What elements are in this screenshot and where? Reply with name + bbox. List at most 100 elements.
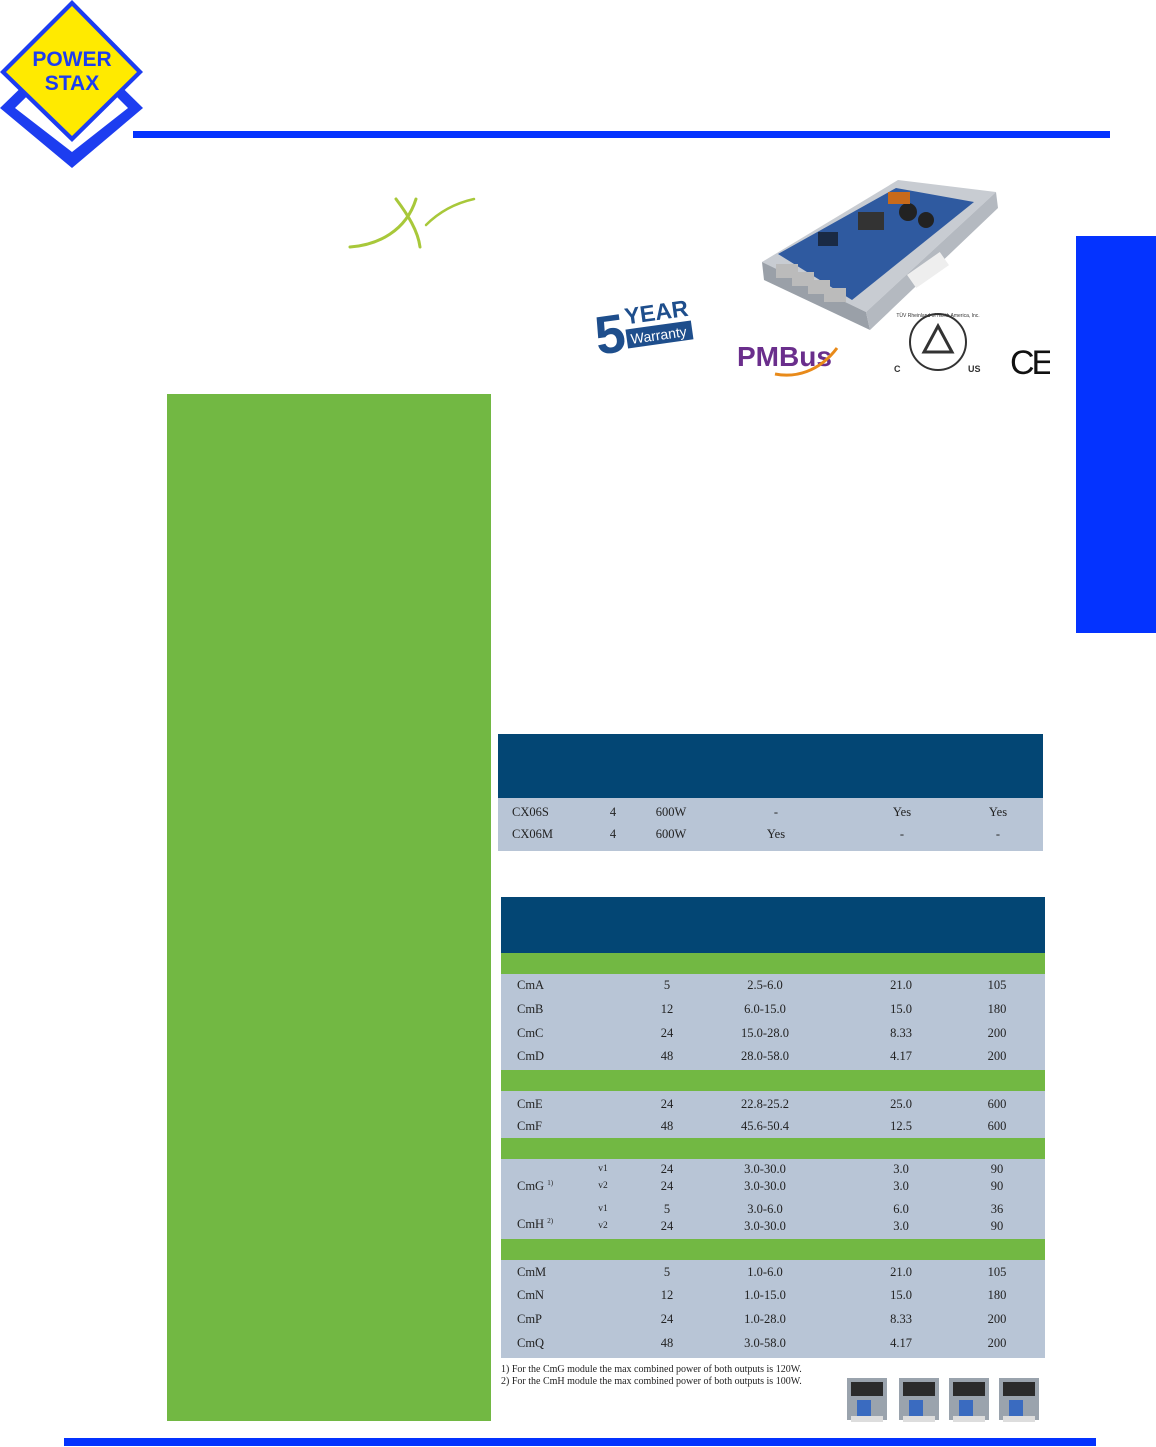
power-cell: 180 (987, 1288, 1007, 1302)
module-photo (899, 1378, 939, 1422)
current-cell: 25.0 (890, 1097, 912, 1111)
current-cell: 4.17 (890, 1336, 912, 1350)
footnote-ref: 2) (547, 1217, 554, 1225)
table-row: CmD 48 28.0-58.0 4.17 200 (501, 1046, 1045, 1066)
group-band (501, 1138, 1045, 1159)
table-row: CmQ 48 3.0-58.0 4.17 200 (501, 1333, 1045, 1353)
current-cell: 21.0 (890, 1265, 912, 1279)
power-cell: 600W (655, 805, 687, 819)
range-cell: 45.6-50.4 (741, 1119, 789, 1133)
range-cell: 3.0-30.0 (744, 1162, 786, 1176)
medical-cell: - (773, 805, 779, 819)
tuv-us: US (968, 364, 981, 374)
voltage-cell: 48 (660, 1336, 674, 1350)
tuv-certification-mark: TÜV Rheinland of North America, Inc. C U… (894, 312, 981, 374)
voltage-cell: 5 (663, 978, 671, 992)
power-cell: 105 (987, 978, 1007, 992)
range-cell: 3.0-6.0 (747, 1202, 783, 1216)
range-cell: 3.0-30.0 (744, 1179, 786, 1193)
module-cell: CmN (517, 1288, 545, 1302)
module-photo (999, 1378, 1039, 1422)
power-cell: 90 (990, 1219, 1004, 1233)
voltage-cell: 5 (663, 1202, 671, 1216)
current-cell: 15.0 (890, 1002, 912, 1016)
voltage-cell: 12 (660, 1288, 674, 1302)
current-cell: 15.0 (890, 1288, 912, 1302)
power-cell: 600W (655, 827, 687, 841)
footnote-1: 1) For the CmG module the max combined p… (501, 1364, 802, 1375)
power-cell: 200 (987, 1026, 1007, 1040)
model-table-body: CX06S 4 600W - Yes Yes CX06M 4 600W Yes … (498, 798, 1043, 851)
output-cell: v2 (598, 1181, 608, 1191)
voltage-cell: 24 (660, 1097, 674, 1111)
current-cell: 12.5 (890, 1119, 912, 1133)
model-cell: CX06S (512, 805, 549, 819)
voltage-cell: 24 (660, 1219, 674, 1233)
table-row: CmE 24 22.8-25.2 25.0 600 (501, 1094, 1045, 1114)
module-cell: CmG 1) (517, 1173, 553, 1196)
range-cell: 15.0-28.0 (741, 1026, 789, 1040)
current-cell: 21.0 (890, 978, 912, 992)
table-row: CmA 5 2.5-6.0 21.0 105 (501, 975, 1045, 995)
logo-line2: STAX (45, 72, 99, 95)
power-cell: 36 (990, 1202, 1004, 1216)
module-name: CmG (517, 1179, 545, 1194)
voltage-cell: 24 (660, 1162, 674, 1176)
output-cell: v1 (598, 1204, 608, 1214)
power-cell: 600 (987, 1097, 1007, 1111)
industrial-cell: - (899, 827, 905, 841)
table-row: CX06M 4 600W Yes - - (498, 824, 1043, 844)
group-1: CmA 5 2.5-6.0 21.0 105 CmB 12 6.0-15.0 1… (501, 974, 1045, 1070)
range-cell: 22.8-25.2 (741, 1097, 789, 1111)
option-cell: Yes (988, 805, 1008, 819)
module-cell: CmB (517, 1002, 544, 1016)
warranty-word: Warranty (630, 323, 688, 347)
power-cell: 180 (987, 1002, 1007, 1016)
table-row: CX06S 4 600W - Yes Yes (498, 802, 1043, 822)
module-photo (847, 1378, 887, 1422)
voltage-cell: 24 (660, 1179, 674, 1193)
module-table-header (501, 897, 1045, 953)
output-cell: v2 (598, 1221, 608, 1231)
left-green-panel (167, 394, 491, 1421)
power-cell: 600 (987, 1119, 1007, 1133)
module-cell: CmM (517, 1265, 547, 1279)
module-cell: CmD (517, 1049, 545, 1063)
pmbus-logo: PMBus (737, 341, 839, 377)
range-cell: 1.0-15.0 (744, 1288, 786, 1302)
voltage-cell: 48 (660, 1049, 674, 1063)
model-table-header (498, 734, 1043, 798)
footnote-ref: 1) (547, 1179, 554, 1187)
power-cell: 90 (990, 1162, 1004, 1176)
module-cell: CmE (517, 1097, 543, 1111)
range-cell: 3.0-58.0 (744, 1336, 786, 1350)
voltage-cell: 5 (663, 1265, 671, 1279)
power-stax-logo: POWER STAX (0, 0, 143, 168)
current-cell: 3.0 (893, 1219, 909, 1233)
group-3: CmG 1) v1 24 3.0-30.0 3.0 90 v2 24 3.0-3… (501, 1159, 1045, 1239)
module-photo (949, 1378, 989, 1422)
module-cell: CmF (517, 1119, 543, 1133)
group-band (501, 953, 1045, 974)
side-tab (1076, 236, 1156, 633)
module-photos (847, 1378, 1039, 1422)
power-supply-photo (762, 180, 998, 330)
current-cell: 6.0 (893, 1202, 909, 1216)
option-cell: - (995, 827, 1001, 841)
model-cell: CX06M (512, 827, 553, 841)
range-cell: 1.0-6.0 (747, 1265, 783, 1279)
model-table: CX06S 4 600W - Yes Yes CX06M 4 600W Yes … (498, 734, 1043, 851)
module-cell: CmQ (517, 1336, 545, 1350)
group-2: CmE 24 22.8-25.2 25.0 600 CmF 48 45.6-50… (501, 1091, 1045, 1138)
module-name: CmH (517, 1217, 545, 1232)
footer-rule (64, 1438, 1096, 1446)
module-table: CmA 5 2.5-6.0 21.0 105 CmB 12 6.0-15.0 1… (501, 897, 1045, 1358)
current-cell: 3.0 (893, 1179, 909, 1193)
voltage-cell: 48 (660, 1119, 674, 1133)
ce-text: CE (1010, 344, 1050, 378)
industrial-cell: Yes (892, 805, 912, 819)
range-cell: 1.0-28.0 (744, 1312, 786, 1326)
table-row: CmF 48 45.6-50.4 12.5 600 (501, 1116, 1045, 1136)
warranty-badge: 5 YEAR Warranty (592, 295, 694, 358)
range-cell: 2.5-6.0 (747, 978, 783, 992)
